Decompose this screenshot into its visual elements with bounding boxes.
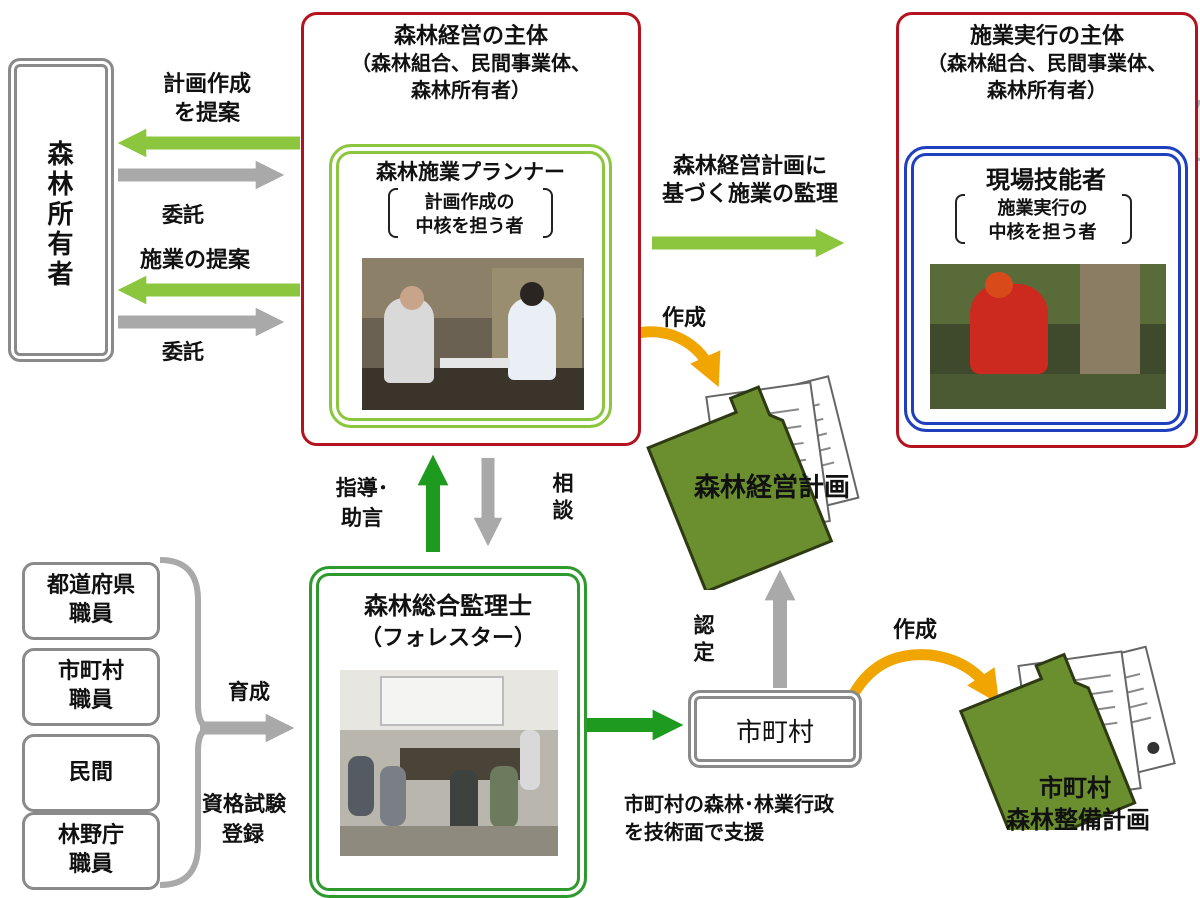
arrow-create-2	[840, 649, 1000, 713]
certify-label: 認定	[691, 614, 715, 668]
planner-photo	[362, 258, 584, 410]
field-tech-box	[904, 146, 1188, 432]
exam-label-2: 登録	[222, 822, 264, 846]
create-label-2: 作成	[893, 618, 938, 643]
municipal-plan-line-1: 市町村	[1039, 774, 1111, 802]
staff-forestry-agency-line-2: 職員	[68, 852, 113, 877]
planner-bracket-left	[388, 188, 398, 238]
entrust-label-2: 委託	[162, 340, 204, 364]
forester-title: 森林総合監理士	[364, 592, 532, 620]
exam-label-1: 資格試験	[202, 792, 286, 816]
field-tech-title: 現場技能者	[986, 166, 1106, 194]
municipal-plan-document-icon	[958, 645, 1176, 830]
planner-box	[329, 144, 612, 428]
train-label: 育成	[228, 680, 270, 704]
propose-plan-label-2: を提案	[173, 101, 240, 126]
municipal-plan-line-2: 森林整備計画	[1006, 806, 1150, 834]
propose-work-label: 施業の提案	[140, 248, 251, 273]
staff-forestry-agency-box: 林野庁職員	[22, 812, 160, 890]
execution-entity-subtitle-2: 森林所有者）	[987, 78, 1107, 102]
staff-private-box: 民間	[22, 734, 160, 812]
planner-desc-2: 中核を担う者	[415, 216, 524, 237]
field-tech-bracket-right	[1122, 194, 1132, 244]
staff-municipal-line-2: 職員	[68, 688, 113, 713]
planner-desc-1: 計画作成の	[424, 192, 515, 213]
planner-bracket-right	[543, 188, 553, 238]
municipal-support-line-1: 市町村の森林･林業行政	[624, 792, 834, 816]
create-label-1: 作成	[662, 306, 707, 331]
supervise-label-1: 森林経営計画に	[672, 154, 827, 179]
guidance-label-1: 指導･	[335, 476, 389, 500]
staff-prefecture-line-1: 都道府県	[46, 573, 135, 599]
consult-label: 相談	[550, 472, 574, 526]
municipality-label: 市町村	[735, 718, 814, 748]
forest-owner-box	[8, 58, 114, 362]
staff-prefecture-line-2: 職員	[68, 602, 113, 627]
forest-plan-label: 森林経営計画	[693, 473, 850, 503]
field-tech-desc-2: 中核を担う者	[988, 222, 1097, 243]
municipality-box	[688, 690, 862, 768]
forester-photo	[340, 670, 558, 856]
guidance-label-2: 助言	[341, 506, 383, 530]
staff-forestry-agency-line-1: 林野庁	[57, 823, 124, 849]
execution-entity-title: 施業実行の主体	[969, 24, 1124, 49]
staff-prefecture-box: 都道府県職員	[22, 562, 160, 640]
municipal-support-line-2: を技術面で支援	[624, 820, 764, 844]
entrust-label-1: 委託	[162, 203, 204, 227]
planner-title: 森林施業プランナー	[376, 160, 565, 184]
field-tech-bracket-left	[955, 194, 965, 244]
management-entity-subtitle-2: 森林所有者）	[411, 78, 531, 102]
field-tech-desc-1: 施業実行の	[997, 198, 1088, 219]
staff-municipal-line-1: 市町村	[57, 659, 124, 685]
staff-private-line-1: 民間	[68, 759, 113, 785]
staff-brace	[159, 557, 213, 888]
execution-entity-subtitle-1: （森林組合、民間事業体、	[927, 51, 1167, 75]
forest-owner-label: 森林所有者	[43, 140, 73, 290]
supervise-label-2: 基づく施業の監理	[661, 182, 838, 207]
management-entity-subtitle-1: （森林組合、民間事業体、	[351, 51, 591, 75]
forest-plan-document-icon	[646, 375, 860, 590]
field-tech-photo	[930, 264, 1166, 409]
management-entity-title: 森林経営の主体	[393, 24, 548, 49]
propose-plan-label-1: 計画作成	[162, 72, 251, 97]
staff-municipal-box: 市町村職員	[22, 648, 160, 726]
forester-subtitle: （フォレスター）	[359, 626, 536, 651]
